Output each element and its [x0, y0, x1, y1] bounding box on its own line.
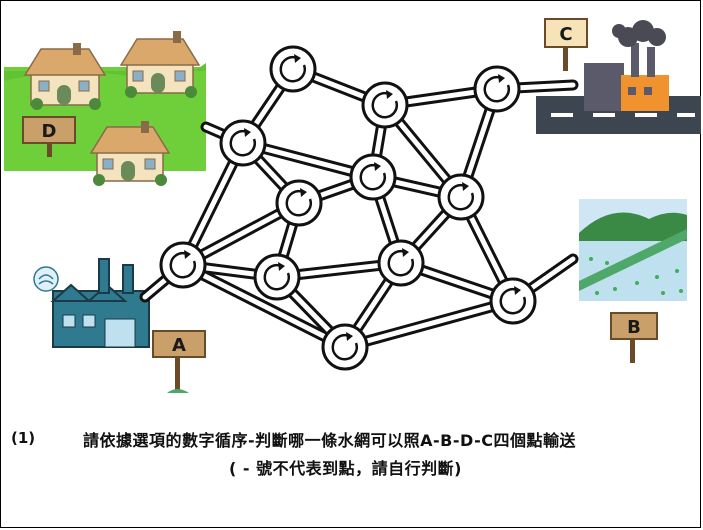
junction-ring	[219, 119, 267, 167]
pipe-junction	[349, 153, 397, 201]
junction-ring	[321, 323, 369, 371]
pipe-junction	[489, 277, 537, 325]
flow-circle-icon	[263, 264, 290, 291]
junction-ring	[437, 173, 485, 221]
pipe-channel	[342, 298, 516, 350]
flow-arrow-icon	[294, 54, 301, 63]
water-network-scene: D C	[4, 18, 701, 393]
flow-circle-icon	[229, 130, 256, 157]
flow-arrow-icon	[514, 286, 521, 295]
water-drop-icon	[33, 266, 59, 292]
factory-c: C	[536, 18, 701, 134]
flow-circle-icon	[169, 252, 196, 279]
junction-ring	[275, 179, 323, 227]
pipe-junction	[253, 253, 301, 301]
house-2	[119, 31, 201, 98]
hills	[579, 212, 687, 246]
flow-circle-icon	[483, 76, 510, 103]
question-number: (1)	[11, 429, 36, 447]
sign-c-label: C	[559, 24, 572, 45]
flow-circle-icon	[331, 334, 358, 361]
flow-arrow-icon	[346, 332, 353, 341]
house-3	[89, 121, 171, 186]
junction-ring	[473, 65, 521, 113]
flow-arrow-icon	[462, 182, 469, 191]
junction-ring	[361, 81, 409, 129]
pipe-junction	[473, 65, 521, 113]
flow-circle-icon	[387, 250, 414, 277]
smoke-icon	[612, 20, 666, 47]
pipe-junction	[269, 45, 317, 93]
flow-arrow-icon	[278, 262, 285, 271]
flow-circle-icon	[285, 190, 312, 217]
junction-ring	[489, 277, 537, 325]
flow-arrow-icon	[374, 162, 381, 171]
water-factory-a: A	[33, 258, 206, 393]
flow-circle-icon	[279, 56, 306, 83]
pipe-junction	[437, 173, 485, 221]
sign-b: B	[610, 312, 658, 363]
pipe-junction	[361, 81, 409, 129]
pipe-junction	[377, 239, 425, 287]
flow-circle-icon	[359, 164, 386, 191]
pipe-junction	[159, 241, 207, 289]
junction-ring	[269, 45, 317, 93]
sign-a-label: A	[172, 335, 186, 356]
sign-d-label: D	[42, 121, 57, 142]
flow-arrow-icon	[244, 128, 251, 137]
sign-c: C	[544, 18, 588, 71]
house-1	[23, 43, 107, 110]
pipe-channel	[180, 262, 348, 350]
flow-arrow-icon	[498, 74, 505, 83]
village-d: D	[4, 31, 206, 186]
flow-circle-icon	[371, 92, 398, 119]
rice-field-b: B	[579, 199, 687, 363]
flow-arrow-icon	[300, 188, 307, 197]
question-text: 請依據選項的數字循序-判斷哪一條水網可以照A-B-D-C四個點輸送	[83, 431, 576, 450]
question-note: ( - 號不代表到點，請自行判斷)	[229, 459, 462, 478]
sign-b-label: B	[627, 317, 641, 338]
junction-ring	[253, 253, 301, 301]
sign-a: A	[152, 330, 206, 393]
pipe-junction	[275, 179, 323, 227]
junction-ring	[159, 241, 207, 289]
flow-arrow-icon	[402, 248, 409, 257]
flow-arrow-icon	[184, 250, 191, 259]
pipe-junction	[219, 119, 267, 167]
pipe-junction	[321, 323, 369, 371]
flow-circle-icon	[499, 288, 526, 315]
junction-ring	[377, 239, 425, 287]
pipe-junctions	[159, 45, 537, 371]
flow-arrow-icon	[386, 90, 393, 99]
sign-d: D	[22, 116, 76, 157]
junction-ring	[349, 153, 397, 201]
flow-circle-icon	[447, 184, 474, 211]
